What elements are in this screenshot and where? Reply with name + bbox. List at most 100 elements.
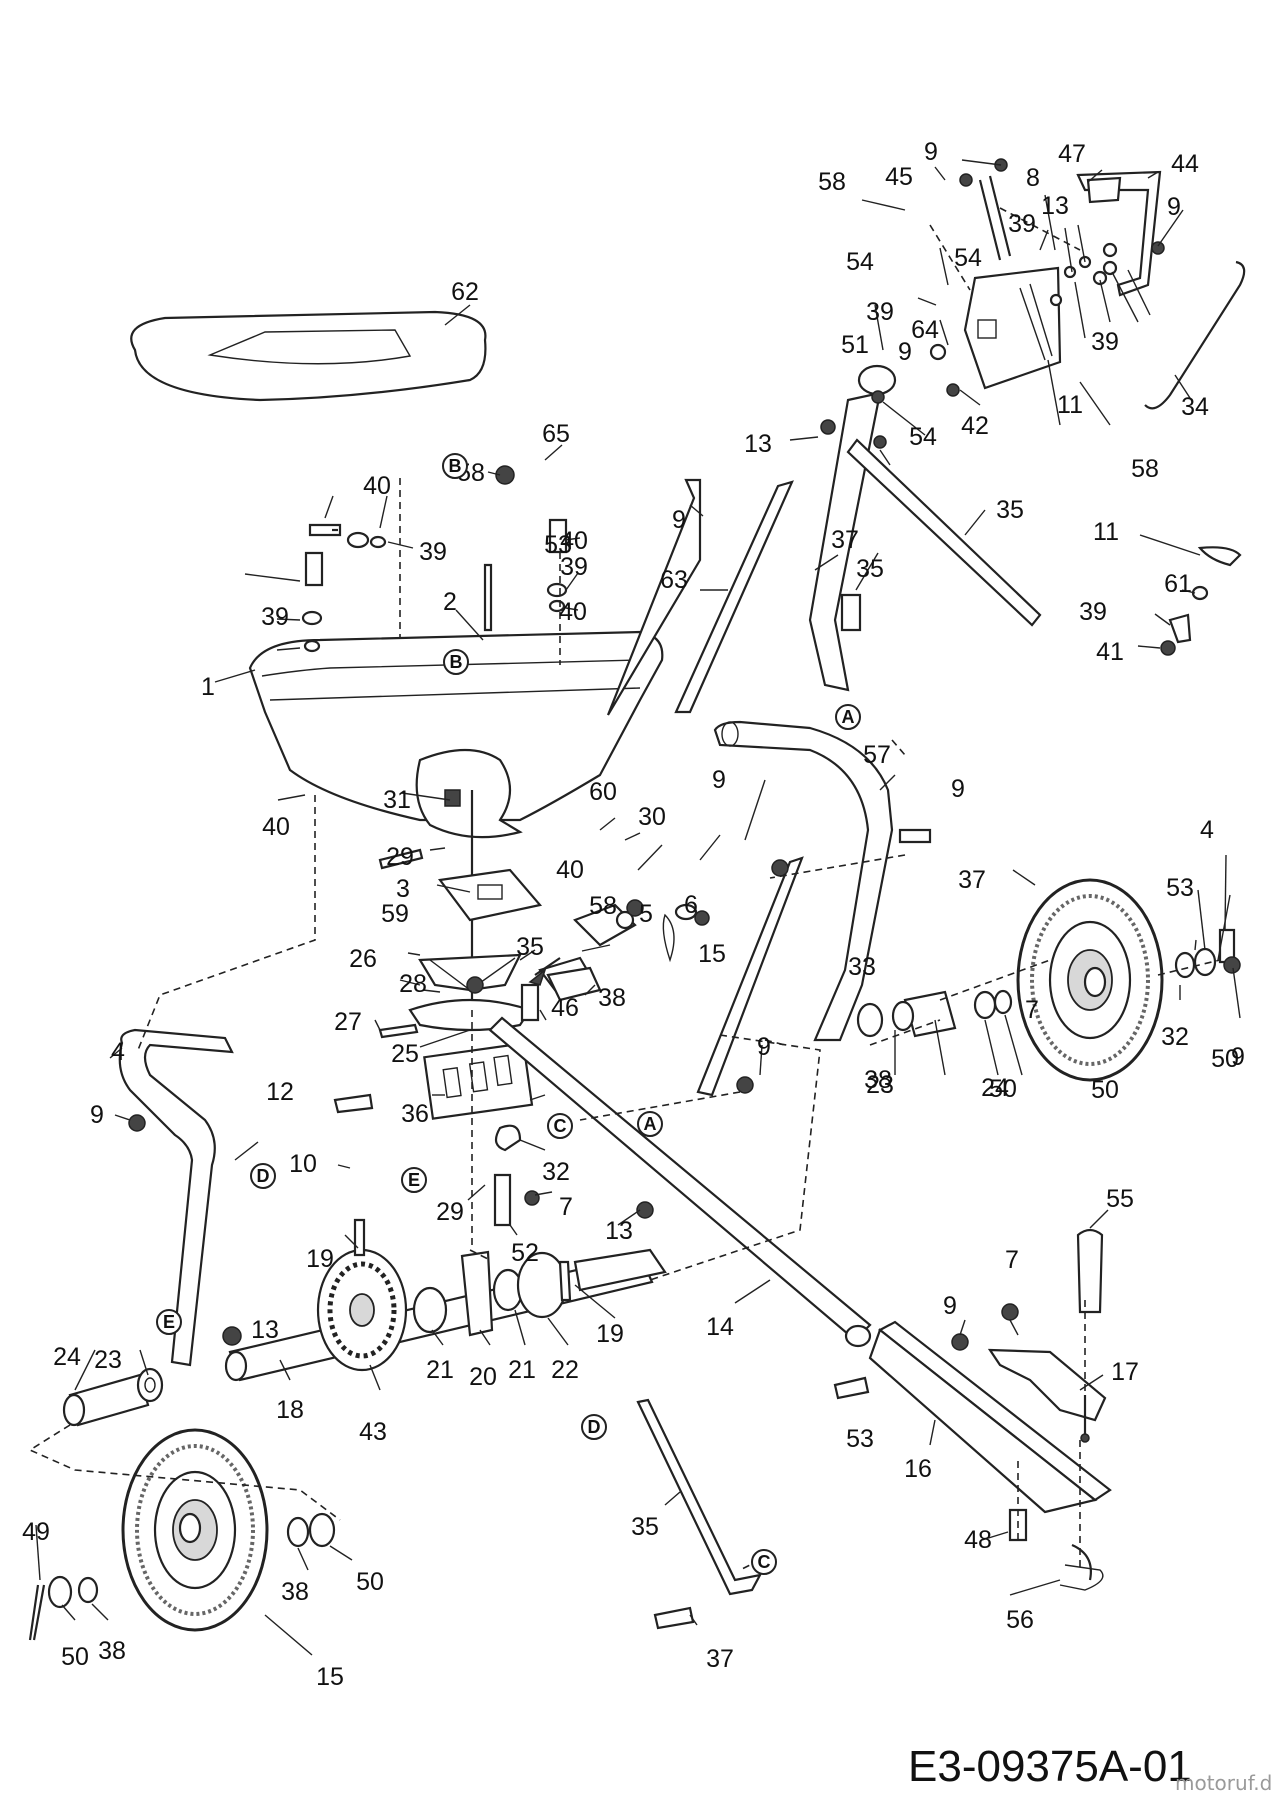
part-label-39: 39	[866, 298, 894, 326]
callout-e: E	[401, 1167, 427, 1193]
wheel-left-15	[121, 1428, 269, 1632]
braces-35	[606, 478, 763, 1596]
part-label-15: 15	[316, 1663, 344, 1691]
part-label-13: 13	[1041, 192, 1069, 220]
callout-d: D	[250, 1163, 276, 1189]
part-label-24: 24	[53, 1343, 81, 1371]
callout-d: D	[581, 1414, 607, 1440]
leader-lines	[35, 159, 1241, 1656]
part-label-31: 31	[383, 786, 411, 814]
part-label-1: 1	[201, 673, 215, 701]
part-label-55: 55	[1106, 1185, 1134, 1213]
callout-letter: E	[408, 1170, 420, 1190]
part-label-38: 38	[598, 984, 626, 1012]
deflector-46	[528, 957, 602, 1002]
part-label-35: 35	[631, 1513, 659, 1541]
part-label-38: 38	[864, 1066, 892, 1094]
part-label-37: 37	[958, 866, 986, 894]
part-label-9: 9	[1167, 193, 1181, 221]
part-label-40: 40	[556, 856, 584, 884]
part-label-57: 57	[863, 741, 891, 769]
part-label-53: 53	[544, 531, 572, 559]
part-label-5: 5	[639, 900, 653, 928]
wheel-right-15	[1016, 878, 1164, 1082]
pins	[28, 1395, 1092, 1641]
part-label-39: 39	[1008, 210, 1036, 238]
part-label-54: 54	[846, 248, 874, 276]
callout-c: C	[547, 1113, 573, 1139]
part-label-19: 19	[596, 1320, 624, 1348]
part-label-33: 33	[848, 953, 876, 981]
part-label-22: 22	[551, 1356, 579, 1384]
mounting-bracket-16-17	[868, 1320, 1112, 1514]
part-label-13: 13	[605, 1217, 633, 1245]
callout-letter: E	[163, 1312, 175, 1332]
part-label-16: 16	[904, 1455, 932, 1483]
hopper-bin-1	[248, 630, 664, 839]
part-label-14: 14	[706, 1313, 734, 1341]
part-label-9: 9	[951, 775, 965, 803]
part-label-26: 26	[349, 945, 377, 973]
part-label-32: 32	[542, 1158, 570, 1186]
part-label-27: 27	[334, 1008, 362, 1036]
part-label-60: 60	[589, 778, 617, 806]
callout-e: E	[156, 1309, 182, 1335]
wheel-spacers-left	[47, 1512, 336, 1609]
handle-assembly	[674, 170, 1246, 714]
callout-a: A	[637, 1111, 663, 1137]
part-label-53: 53	[1166, 874, 1194, 902]
part-label-37: 37	[831, 526, 859, 554]
part-label-6: 6	[684, 891, 698, 919]
part-label-32: 32	[1161, 1023, 1189, 1051]
part-label-45: 45	[885, 163, 913, 191]
part-label-9: 9	[924, 138, 938, 166]
part-label-50: 50	[356, 1568, 384, 1596]
part-label-38: 38	[281, 1578, 309, 1606]
part-label-28: 28	[399, 970, 427, 998]
part-label-59: 59	[381, 900, 409, 928]
part-label-49: 49	[22, 1518, 50, 1546]
part-label-54: 54	[954, 244, 982, 272]
callout-b: B	[443, 649, 469, 675]
part-label-35: 35	[856, 555, 884, 583]
part-label-53: 53	[846, 1425, 874, 1453]
callout-letter: B	[450, 652, 463, 672]
part-label-23: 23	[866, 1071, 894, 1099]
part-label-39: 39	[1091, 328, 1119, 356]
callout-a: A	[835, 704, 861, 730]
part-label-30: 30	[638, 803, 666, 831]
part-label-63: 63	[660, 566, 688, 594]
part-label-50: 50	[61, 1643, 89, 1671]
part-label-4: 4	[111, 1038, 125, 1066]
part-label-9: 9	[898, 338, 912, 366]
part-label-9: 9	[672, 506, 686, 534]
watermark: motoruf.de	[1175, 1771, 1272, 1795]
part-label-35: 35	[996, 496, 1024, 524]
part-label-36: 36	[401, 1100, 429, 1128]
part-label-50: 50	[1091, 1076, 1119, 1104]
part-label-48: 48	[964, 1526, 992, 1554]
part-label-21: 21	[508, 1356, 536, 1384]
part-label-44: 44	[1171, 150, 1199, 178]
callout-letter: B	[449, 456, 462, 476]
part-label-42: 42	[961, 412, 989, 440]
part-label-9: 9	[943, 1292, 957, 1320]
part-label-38: 38	[98, 1637, 126, 1665]
callout-letter: C	[554, 1116, 567, 1136]
callout-letter: A	[842, 707, 855, 727]
small-parts-61-41	[1160, 546, 1242, 656]
part-label-13: 13	[744, 430, 772, 458]
drawing-code: E3-09375A-01	[908, 1742, 1192, 1791]
part-label-58: 58	[1131, 455, 1159, 483]
part-label-40: 40	[262, 813, 290, 841]
part-label-20: 20	[469, 1363, 497, 1391]
part-label-9: 9	[1231, 1043, 1245, 1071]
part-label-4: 4	[1200, 816, 1214, 844]
part-label-7: 7	[559, 1193, 573, 1221]
part-label-11: 11	[1057, 391, 1083, 419]
part-label-54: 54	[909, 423, 937, 451]
part-label-58: 58	[818, 168, 846, 196]
part-label-2: 2	[443, 588, 457, 616]
